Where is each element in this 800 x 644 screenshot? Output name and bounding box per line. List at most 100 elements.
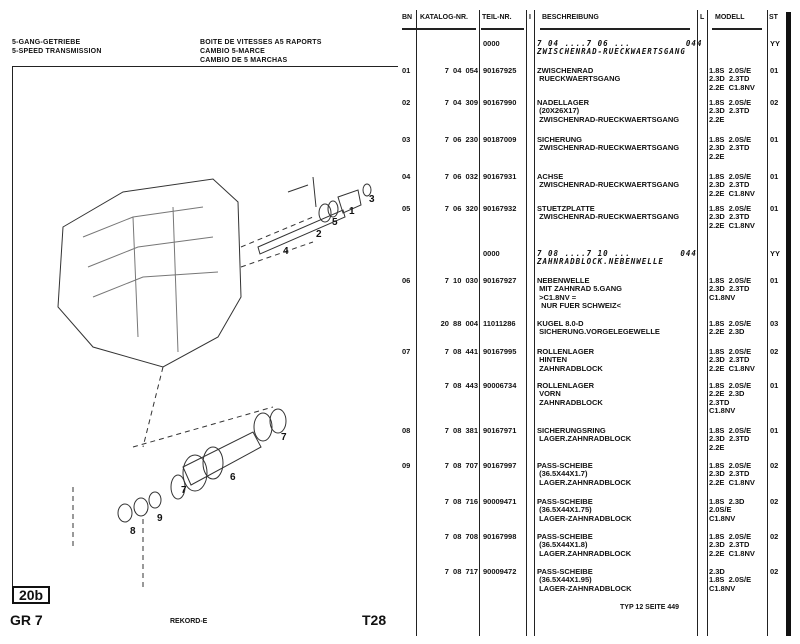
col-modell: MODELL xyxy=(715,14,745,21)
katalog-nr: 7 06 320 xyxy=(444,204,478,213)
stueckzahl: YY xyxy=(770,249,781,258)
row-bn: 02 xyxy=(402,98,411,107)
beschreibung: NADELLAGER (20X26X17) ZWISCHENRAD-RUECKW… xyxy=(537,98,680,124)
callout-3: 3 xyxy=(369,194,375,205)
beschreibung: 7 08 ....7 10 ... 044 ZAHNRADBLOCK.NEBEN… xyxy=(537,249,697,267)
beschreibung: PASS-SCHEIBE (36.5X44X1.8) LAGER.ZAHNRAD… xyxy=(537,532,632,558)
teil-nr: 90009472 xyxy=(483,567,517,576)
stueckzahl: 01 xyxy=(770,276,779,285)
modell: 1.8S 2.0S/E 2.3D 2.3TD 2.2E C1.8NV xyxy=(709,532,755,558)
stueckzahl: 02 xyxy=(770,532,779,541)
beschreibung: PASS-SCHEIBE (36.5X44X1.95) LAGER-ZAHNRA… xyxy=(537,567,632,593)
title-spanish: CAMBIO DE 5 MARCHAS xyxy=(200,57,288,64)
beschreibung: PASS-SCHEIBE (36.5X44X1.75) LAGER-ZAHNRA… xyxy=(537,497,632,523)
stueckzahl: 02 xyxy=(770,567,779,576)
teil-nr: 90167925 xyxy=(483,66,517,75)
katalog-nr: 7 06 230 xyxy=(444,135,478,144)
title-french: BOITE DE VITESSES A5 RAPORTS xyxy=(200,39,322,46)
beschreibung: PASS-SCHEIBE (36.5X44X1.7) LAGER.ZAHNRAD… xyxy=(537,461,632,487)
callout-1: 1 xyxy=(349,206,355,217)
beschreibung: NEBENWELLE MIT ZAHNRAD 5.GANG >C1.8NV = … xyxy=(537,276,622,310)
modell: 1.8S 2.0S/E 2.3D 2.3TD 2.2E C1.8NV xyxy=(709,172,755,198)
modell: 1.8S 2.0S/E 2.3D 2.3TD 2.2E C1.8NV xyxy=(709,347,755,373)
stueckzahl: 02 xyxy=(770,347,779,356)
beschreibung: ZWISCHENRAD RUECKWAERTSGANG xyxy=(537,66,621,84)
col-bn: BN xyxy=(402,14,413,21)
col-teil: TEIL-NR. xyxy=(482,14,512,21)
beschreibung: ROLLENLAGER HINTEN ZAHNRADBLOCK xyxy=(537,347,603,373)
teil-nr: 90167931 xyxy=(483,172,517,181)
shaft-4 xyxy=(257,209,346,255)
katalog-nr: 7 04 054 xyxy=(444,66,478,75)
beschreibung: STUETZPLATTE ZWISCHENRAD-RUECKWAERTSGANG xyxy=(537,204,680,222)
col-beschreibung: BESCHREIBUNG xyxy=(542,14,599,21)
modell: 1.8S 2.0S/E 2.2E 2.3D xyxy=(709,319,752,337)
callout-5: 5 xyxy=(332,217,338,228)
modell: 1.8S 2.0S/E 2.3D 2.3TD 2.2E C1.8NV xyxy=(709,204,755,230)
teil-nr: 90167997 xyxy=(483,461,517,470)
col-i: I xyxy=(529,14,531,21)
modell: 1.8S 2.0S/E 2.3D 2.3TD C1.8NV xyxy=(709,276,752,302)
modell: 1.8S 2.0S/E 2.3D 2.3TD 2.2E xyxy=(709,426,752,452)
callout-4: 4 xyxy=(283,246,289,257)
row-bn: 09 xyxy=(402,461,411,470)
beschreibung: SICHERUNG ZWISCHENRAD-RUECKWAERTSGANG xyxy=(537,135,680,153)
teil-nr: 90006734 xyxy=(483,381,517,390)
row-bn: 03 xyxy=(402,135,411,144)
katalog-nr: 7 08 716 xyxy=(444,497,478,506)
title-english: 5-SPEED TRANSMISSION xyxy=(12,48,102,55)
teil-nr: 90167932 xyxy=(483,204,517,213)
stueckzahl: 02 xyxy=(770,461,779,470)
title-italian: CAMBIO 5-MARCE xyxy=(200,48,266,55)
modell: 1.8S 2.0S/E 2.3D 2.3TD 2.2E C1.8NV xyxy=(709,66,755,92)
modell: 1.8S 2.3D 2.0S/E C1.8NV xyxy=(709,497,745,523)
col-katalog: KATALOG-NR. xyxy=(420,14,468,21)
group-label: GR 7 xyxy=(10,612,43,628)
katalog-nr: 7 04 309 xyxy=(444,98,478,107)
callout-2: 2 xyxy=(316,229,322,240)
beschreibung: 7 04 ....7 06 ... 044 ZWISCHENRAD-RUECKW… xyxy=(537,39,703,57)
stueckzahl: 02 xyxy=(770,497,779,506)
exploded-parts-diagram xyxy=(12,66,398,602)
katalog-nr: 7 08 443 xyxy=(444,381,478,390)
stueckzahl: 02 xyxy=(770,98,779,107)
model-label: REKORD-E xyxy=(170,618,208,625)
row-bn: 05 xyxy=(402,204,411,213)
stueckzahl: 01 xyxy=(770,66,779,75)
teil-nr: 90167927 xyxy=(483,276,517,285)
stueckzahl: 01 xyxy=(770,426,779,435)
callout-8: 8 xyxy=(130,526,136,537)
teil-nr: 90167998 xyxy=(483,532,517,541)
page-reference: TYP 12 SEITE 449 xyxy=(620,604,680,611)
katalog-nr: 7 10 030 xyxy=(444,276,478,285)
shaft-6 xyxy=(182,431,262,486)
teil-nr: 90009471 xyxy=(483,497,517,506)
katalog-nr: 7 08 707 xyxy=(444,461,478,470)
stueckzahl: 03 xyxy=(770,319,779,328)
modell: 1.8S 2.0S/E 2.3D 2.3TD 2.2E xyxy=(709,135,752,161)
figure-badge: 20b xyxy=(12,586,50,604)
beschreibung: KUGEL 8.0-D SICHERUNG.VORGELEGEWELLE xyxy=(537,319,660,337)
row-bn: 08 xyxy=(402,426,411,435)
stueckzahl: 01 xyxy=(770,204,779,213)
page-code: T28 xyxy=(362,612,387,628)
stueckzahl: 01 xyxy=(770,172,779,181)
row-bn: 04 xyxy=(402,172,411,181)
modell: 1.8S 2.0S/E 2.3D 2.3TD 2.2E xyxy=(709,98,752,124)
katalog-nr: 7 08 381 xyxy=(444,426,478,435)
teil-nr: 0000 xyxy=(483,249,500,258)
gearbox-housing xyxy=(57,178,242,368)
callout-7a: 7 xyxy=(181,485,187,496)
katalog-nr: 7 08 708 xyxy=(444,532,478,541)
row-bn: 06 xyxy=(402,276,411,285)
col-l: L xyxy=(700,14,705,21)
callout-7b: 7 xyxy=(281,432,287,443)
diagram-drawing xyxy=(57,176,372,587)
beschreibung: SICHERUNGSRING LAGER.ZAHNRADBLOCK xyxy=(537,426,632,444)
katalog-nr: 7 08 717 xyxy=(444,567,478,576)
teil-nr: 11011286 xyxy=(483,319,516,328)
teil-nr: 90187009 xyxy=(483,135,517,144)
stueckzahl: YY xyxy=(770,39,781,48)
beschreibung: ACHSE ZWISCHENRAD-RUECKWAERTSGANG xyxy=(537,172,680,190)
binding-bar xyxy=(786,12,791,636)
